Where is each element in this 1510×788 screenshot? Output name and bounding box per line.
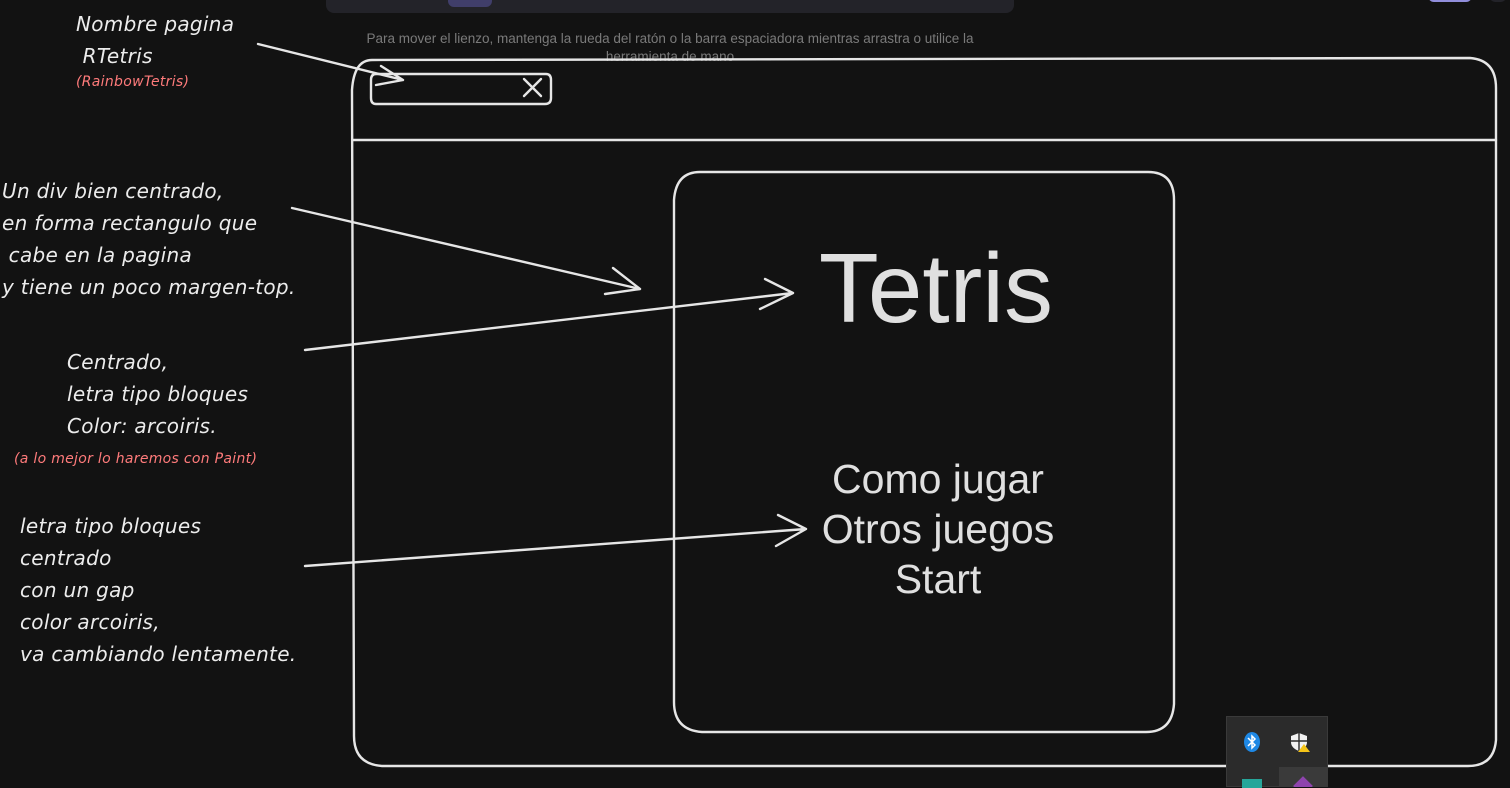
bluetooth-icon[interactable] bbox=[1241, 731, 1263, 753]
share-button[interactable] bbox=[1428, 0, 1472, 2]
mockup-title: Tetris bbox=[818, 233, 1054, 343]
app-icon-2[interactable] bbox=[1279, 767, 1327, 787]
arrow-menu bbox=[303, 513, 808, 568]
top-toolbar[interactable] bbox=[326, 0, 1014, 13]
app-icon[interactable] bbox=[1241, 779, 1263, 788]
system-tray-popup bbox=[1226, 716, 1328, 788]
annotation-menu: letra tipo bloques centrado con un gap c… bbox=[20, 514, 297, 666]
annotation-title-sub: (a lo mejor lo haremos con Paint) bbox=[14, 451, 258, 467]
security-warning-icon[interactable] bbox=[1289, 731, 1311, 753]
annotation-page-name-sub: (RainbowTetris) bbox=[76, 74, 190, 90]
library-button[interactable] bbox=[1490, 0, 1506, 2]
browser-window-frame bbox=[350, 56, 1498, 768]
annotation-title: Centrado, letra tipo bloques Color: arco… bbox=[67, 350, 249, 438]
annotation-div: Un div bien centrado, en forma rectangul… bbox=[2, 179, 296, 299]
menu-item-como-jugar: Como jugar bbox=[832, 456, 1044, 502]
tab-close-icon bbox=[522, 77, 543, 98]
menu-item-otros-juegos: Otros juegos bbox=[821, 506, 1055, 552]
centered-div-box bbox=[672, 170, 1176, 734]
annotation-page-name: Nombre pagina RTetris bbox=[76, 12, 235, 68]
arrow-div bbox=[290, 206, 642, 296]
arrow-title bbox=[303, 277, 795, 352]
menu-item-start: Start bbox=[894, 556, 982, 602]
browser-tab bbox=[369, 72, 553, 106]
toolbar-active-tool[interactable] bbox=[448, 0, 492, 7]
arrow-page-name bbox=[256, 42, 405, 87]
